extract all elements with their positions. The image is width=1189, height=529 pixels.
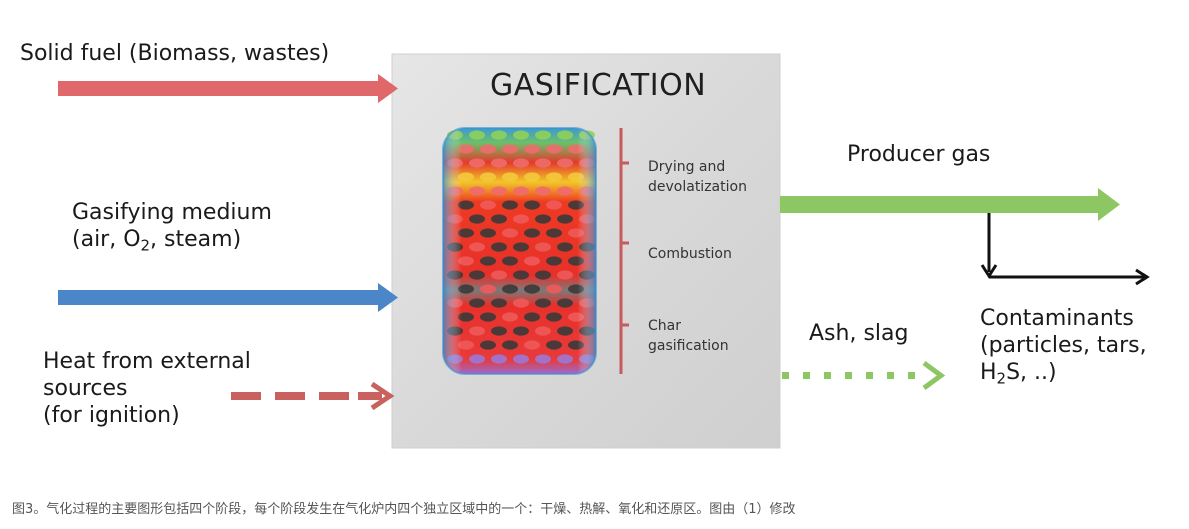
medium-arrow	[58, 283, 398, 312]
ash-arrow	[782, 360, 946, 391]
contaminants-label: Contaminants (particles, tars, H2S, ..)	[980, 306, 1147, 388]
medium-label: Gasifying medium (air, O2, steam)	[72, 200, 272, 254]
medium-label-line2: (air, O2, steam)	[72, 226, 242, 255]
producer-gas-label: Producer gas	[847, 142, 991, 167]
stage-bracket	[619, 128, 629, 374]
stage-drying-label: Drying and devolatization	[648, 159, 747, 196]
ash-label: Ash, slag	[809, 321, 909, 346]
contaminants-branch	[980, 213, 1150, 286]
heat-label-line1: Heat from external	[43, 349, 251, 374]
heat-label-line3: (for ignition)	[43, 402, 180, 428]
heat-label-line2: sources	[43, 375, 128, 401]
heat-label: Heat from external sources (for ignition…	[43, 349, 251, 429]
reactor-vessel	[442, 127, 597, 375]
stage-char-label: Char gasification	[648, 318, 729, 355]
figure-caption: 图3。气化过程的主要图形包括四个阶段，每个阶段发生在气化炉内四个独立区域中的一个…	[12, 502, 796, 517]
heat-arrow	[231, 381, 395, 411]
medium-label-line1: Gasifying medium	[72, 200, 272, 225]
solid-fuel-arrow	[58, 74, 398, 103]
diagram-title: GASIFICATION	[490, 68, 707, 103]
solid-fuel-label: Solid fuel (Biomass, wastes)	[20, 41, 330, 66]
stage-combustion-label: Combustion	[648, 246, 732, 262]
producer-gas-arrow	[780, 188, 1120, 221]
